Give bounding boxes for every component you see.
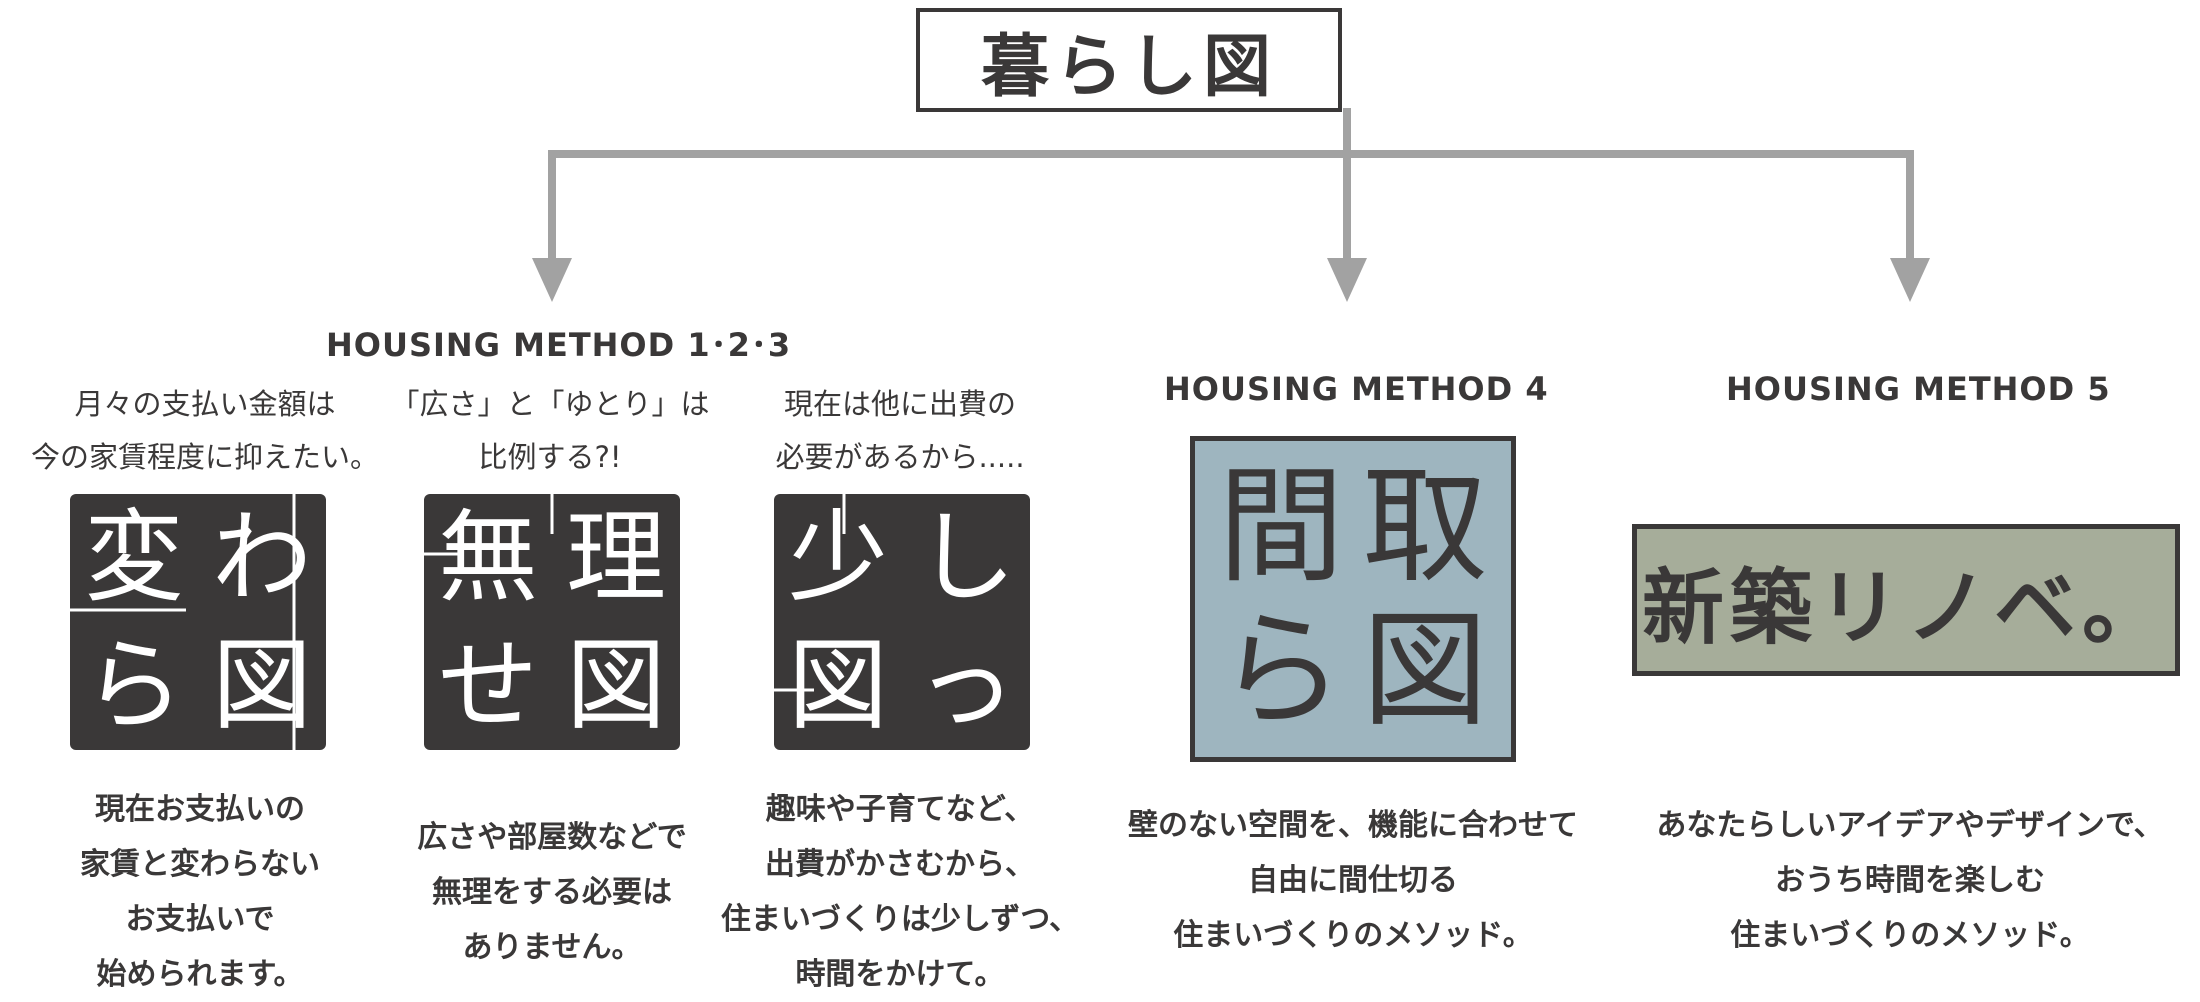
- logo-char: 理: [566, 499, 666, 616]
- arrowhead-right: [1890, 258, 1930, 302]
- caption-line: 現在は他に出費の: [783, 387, 1016, 421]
- desc-line: 趣味や子育てなど、: [765, 792, 1035, 827]
- tree-connectors: [532, 108, 1930, 302]
- logo-char: ら: [84, 627, 184, 744]
- caption-line: 比例する?!: [478, 440, 622, 474]
- desc-line: 住まいづくりのメソッド。: [1173, 918, 1533, 953]
- desc-line: 広さや部屋数などで: [417, 820, 687, 855]
- desc-line: 出費がかさむから、: [765, 847, 1035, 882]
- desc-line: 住まいづくりは少しずつ、: [720, 902, 1080, 937]
- logo-text: 新築リノベ。: [1641, 560, 2170, 656]
- logo-char: せ: [438, 627, 538, 744]
- logo-char: 図: [212, 627, 312, 744]
- logo-murisezu: 無 理 せ 図: [424, 494, 680, 750]
- logo-char: 図: [1362, 597, 1488, 744]
- logo-madorazu: 間 取 ら 図: [1190, 436, 1516, 762]
- logo-char: 無: [438, 499, 538, 616]
- method-1-2-3-label: HOUSING METHOD 1･2･3: [326, 326, 792, 364]
- desc-line: 時間をかけて。: [795, 957, 1005, 992]
- logo-char: ら: [1218, 597, 1344, 744]
- method-5-label: HOUSING METHOD 5: [1726, 370, 2111, 408]
- desc-line: 壁のない空間を、機能に合わせて: [1128, 808, 1578, 843]
- logo-char: 少: [788, 499, 888, 616]
- logo-frame-lines: [774, 494, 846, 692]
- arrowhead-left: [532, 258, 572, 302]
- item-1-description: 現在お支払いの 家賃と変わらない お支払いで 始められます。: [30, 782, 370, 1002]
- logo-frame-lines: [424, 494, 554, 556]
- caption-line: 必要があるから.....: [775, 440, 1025, 474]
- arrowhead-middle: [1327, 258, 1367, 302]
- desc-line: 現在お支払いの: [95, 792, 305, 827]
- logo-sukoshizutsu: 少 し 図 っ: [774, 494, 1030, 750]
- page-title: 暮らし図: [916, 8, 1342, 112]
- logo-frame-lines: [70, 494, 296, 750]
- item-3-caption: 現在は他に出費の 必要があるから.....: [730, 378, 1070, 484]
- method-4-description: 壁のない空間を、機能に合わせて 自由に間仕切る 住まいづくりのメソッド。: [1098, 798, 1608, 963]
- logo-char: し: [916, 499, 1016, 616]
- desc-line: 自由に間仕切る: [1248, 863, 1458, 898]
- desc-line: 始められます。: [96, 957, 304, 992]
- caption-line: 今の家賃程度に抑えたい。: [30, 440, 379, 474]
- desc-line: 家賃と変わらない: [80, 847, 320, 882]
- method-5-description: あなたらしいアイデアやデザインで、 おうち時間を楽しむ 住まいづくりのメソッド。: [1640, 798, 2180, 963]
- method-4-label: HOUSING METHOD 4: [1164, 370, 1549, 408]
- desc-line: 住まいづくりのメソッド。: [1730, 918, 2090, 953]
- desc-line: お支払いで: [125, 902, 275, 937]
- logo-char: わ: [212, 499, 312, 616]
- item-1-caption: 月々の支払い金額は 今の家賃程度に抑えたい。: [10, 378, 400, 484]
- logo-char: 図: [566, 627, 666, 744]
- caption-line: 「広さ」と「ゆとり」は: [390, 387, 710, 421]
- logo-char: 取: [1362, 453, 1488, 600]
- item-2-description: 広さや部屋数などで 無理をする必要は ありません。: [392, 810, 712, 975]
- logo-char: 間: [1218, 453, 1344, 600]
- caption-line: 月々の支払い金額は: [74, 387, 336, 421]
- desc-line: ありません。: [462, 930, 642, 965]
- item-2-caption: 「広さ」と「ゆとり」は 比例する?!: [380, 378, 720, 484]
- desc-line: 無理をする必要は: [432, 875, 672, 910]
- item-3-description: 趣味や子育てなど、 出費がかさむから、 住まいづくりは少しずつ、 時間をかけて。: [720, 782, 1080, 1002]
- desc-line: あなたらしいアイデアやデザインで、: [1656, 808, 2164, 843]
- logo-kawarazu: 変 わ ら 図: [70, 494, 326, 750]
- desc-line: おうち時間を楽しむ: [1775, 863, 2045, 898]
- logo-char: 変: [84, 499, 184, 616]
- title-text: 暮らし図: [980, 27, 1277, 107]
- logo-char: っ: [916, 627, 1016, 744]
- logo-char: 図: [788, 627, 888, 744]
- logo-shinchiku-renove: 新築リノベ。: [1632, 524, 2180, 676]
